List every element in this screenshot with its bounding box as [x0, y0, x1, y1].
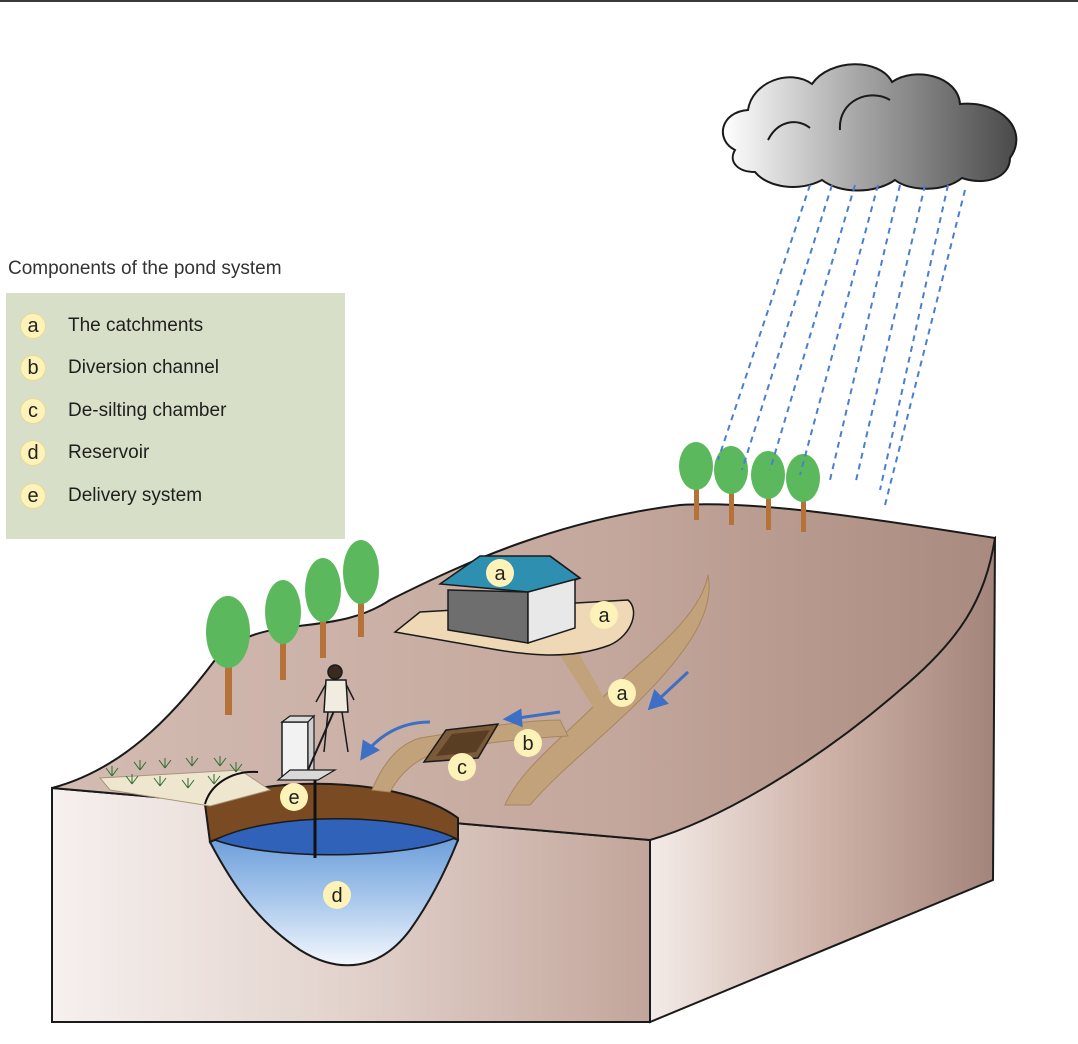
legend-item: b Diversion channel — [20, 353, 219, 383]
legend-label: Reservoir — [68, 442, 150, 463]
legend-label: Delivery system — [68, 485, 203, 506]
marker-diversion: b — [514, 729, 542, 757]
legend-box: a The catchments b Diversion channel c D… — [6, 293, 345, 539]
legend-badge: a — [20, 313, 46, 339]
farmer — [315, 664, 355, 753]
legend-item: c De-silting chamber — [20, 396, 226, 426]
marker-runoff-label: a — [616, 683, 628, 705]
top-rule — [0, 0, 1078, 2]
marker-runoff: a — [608, 679, 636, 707]
rain-cloud — [721, 63, 1018, 192]
crop-field — [98, 769, 272, 807]
legend-badge: e — [20, 483, 46, 509]
legend-badge: c — [20, 398, 46, 424]
runoff-channel — [504, 574, 710, 806]
marker-roof: a — [486, 559, 514, 587]
marker-diversion-label: b — [522, 733, 533, 755]
marker-reservoir-label: d — [331, 885, 342, 907]
marker-reservoir: d — [323, 881, 351, 909]
marker-roof-label: a — [494, 563, 506, 585]
legend-title: Components of the pond system — [8, 258, 282, 279]
yard-to-channel — [560, 652, 612, 720]
legend-badge: b — [20, 355, 46, 381]
reservoir-surface — [213, 818, 457, 856]
trees-right — [679, 442, 820, 532]
legend-item: d Reservoir — [20, 438, 149, 468]
pump-unit — [204, 701, 339, 805]
marker-delivery-label: e — [288, 787, 299, 809]
marker-yard: a — [590, 601, 618, 629]
legend-label: Diversion channel — [68, 357, 220, 378]
marker-chamber: c — [448, 753, 476, 781]
legend-label: De-silting chamber — [68, 400, 227, 421]
legend-label: The catchments — [68, 315, 204, 336]
legend-item: e Delivery system — [20, 481, 202, 511]
legend-badge: d — [20, 440, 46, 466]
marker-delivery: e — [280, 783, 308, 811]
flow-arrows — [360, 670, 690, 761]
legend-item: a The catchments — [20, 311, 203, 341]
trees-left — [206, 540, 379, 715]
rain-streaks — [717, 184, 966, 506]
marker-yard-label: a — [598, 605, 610, 627]
crop-plants — [105, 756, 243, 789]
marker-chamber-label: c — [457, 757, 467, 779]
